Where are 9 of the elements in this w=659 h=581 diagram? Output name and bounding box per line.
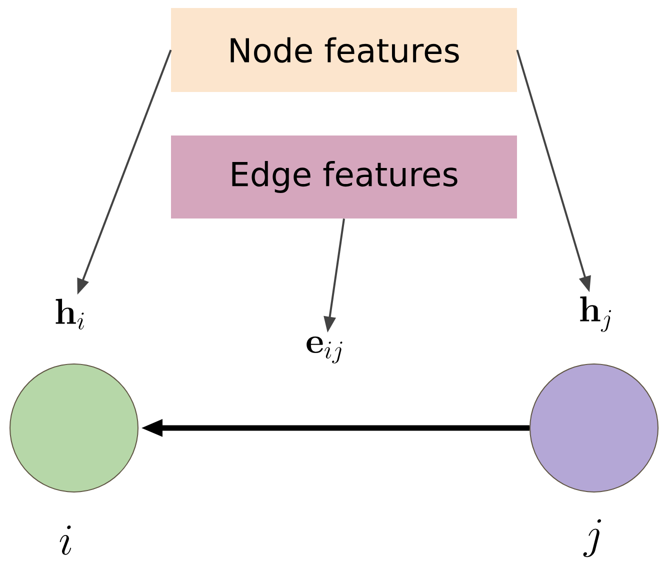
- node-label: $i$: [60, 526, 72, 555]
- feature-box: Node features: [171, 8, 517, 92]
- math-label: $\mathbf{e}_{ij}$: [306, 336, 342, 364]
- math-label: $\mathbf{h}_i$: [56, 298, 84, 330]
- graph-node-circle: [10, 363, 138, 492]
- graph-node-circle: [530, 363, 658, 492]
- node-label: $j$: [583, 519, 602, 558]
- math-label: $\mathbf{h}_j$: [580, 296, 612, 332]
- feature-box: Edge features: [171, 136, 517, 218]
